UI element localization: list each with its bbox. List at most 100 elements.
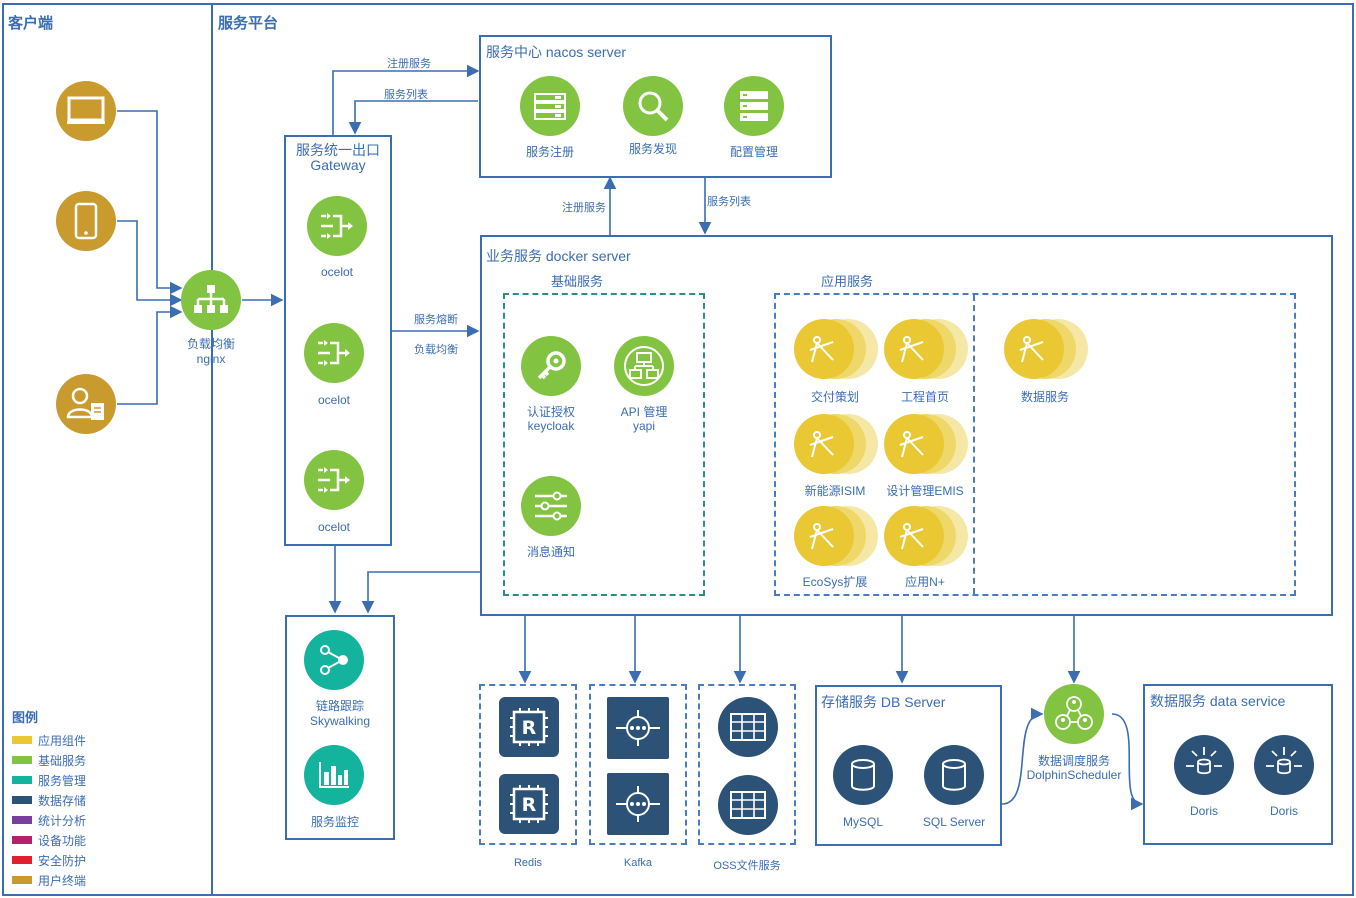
app-label-isim: 新能源ISIM (804, 484, 866, 498)
app-label-ecosys: EcoSys扩展 (802, 575, 868, 589)
database-stack-icon (740, 91, 768, 121)
compass-icon (809, 431, 834, 458)
keycloak-node (521, 336, 581, 396)
search-icon (638, 91, 669, 122)
oss-node (718, 775, 778, 835)
message-queue-icon (616, 786, 660, 822)
service-list-top-label: 服务列表 (384, 89, 428, 101)
service-discovery-node (623, 76, 683, 136)
message-notify-label: 消息通知 (526, 545, 575, 559)
service-register-label: 服务注册 (525, 145, 574, 159)
legend-swatch (12, 736, 32, 744)
router-icon (318, 467, 350, 493)
client-title: 客户端 (8, 15, 54, 32)
service-discovery-label: 服务发现 (628, 142, 677, 156)
platform-title: 服务平台 (218, 15, 279, 32)
sqlserver-label: SQL Server (922, 815, 986, 829)
sqlserver-node (924, 745, 984, 805)
legend-label: 设备功能 (38, 833, 87, 848)
mobile-terminal (56, 191, 116, 251)
platform-panel (211, 3, 1354, 896)
user-terminal (56, 374, 116, 434)
compass-icon (899, 523, 924, 550)
app-component-node (794, 319, 878, 381)
app-component-node (884, 506, 968, 568)
legend-swatch (12, 856, 32, 864)
redis-chip-icon: R (510, 785, 548, 823)
svg-text:R: R (522, 717, 537, 739)
legend-swatch (12, 836, 32, 844)
ocelot-label: ocelot (317, 520, 351, 534)
legend-item: 数据存储 (12, 792, 86, 808)
app-group-divider (973, 295, 975, 594)
legend-title: 图例 (12, 710, 39, 725)
ocelot-label: ocelot (317, 393, 351, 407)
register-service-mid-label: 注册服务 (562, 202, 606, 214)
redis-group (479, 684, 577, 845)
hierarchy-icon (194, 285, 228, 313)
service-monitor-label: 服务监控 (310, 815, 359, 829)
dolphinscheduler-node (1044, 684, 1104, 744)
mysql-node (833, 745, 893, 805)
scheduler-label-1: 数据调度服务 (1037, 754, 1110, 768)
db-server-box (815, 685, 1002, 846)
legend-label: 数据存储 (38, 793, 87, 808)
app-label-n-plus: 应用N+ (905, 575, 945, 589)
storage-grid-icon (730, 713, 766, 741)
load-balance-label: 负载均衡 (414, 344, 458, 356)
keycloak-label-2: keycloak (527, 419, 575, 433)
legend-label: 统计分析 (38, 813, 87, 828)
svg-text:R: R (522, 794, 537, 816)
router-icon (321, 213, 353, 239)
doris-label: Doris (1189, 804, 1218, 818)
desktop-terminal (56, 81, 116, 141)
legend-item: 基础服务 (12, 752, 86, 768)
yapi-node (614, 336, 674, 396)
compass-icon (1019, 336, 1044, 363)
oss-node (718, 697, 778, 757)
message-queue-icon (616, 710, 660, 746)
kafka-node (607, 697, 669, 759)
redis-label: Redis (513, 857, 543, 869)
app-label-home: 工程首页 (900, 390, 949, 404)
app-component-node (794, 506, 878, 568)
phone-icon (74, 202, 98, 240)
legend-item: 应用组件 (12, 732, 86, 748)
users-group-icon (1055, 696, 1093, 730)
redis-chip-icon: R (510, 708, 548, 746)
gateway-title-1: 服务统一出口 (296, 142, 380, 158)
database-icon (942, 759, 966, 791)
legend-swatch (12, 796, 32, 804)
app-component-node (884, 414, 968, 476)
redis-node: R (499, 697, 559, 757)
legend-item: 用户终端 (12, 872, 86, 888)
bar-chart-icon (319, 762, 349, 788)
db-server-title: 存储服务 DB Server (821, 694, 946, 710)
trace-graph-icon (320, 645, 348, 675)
docker-server-box (480, 235, 1333, 616)
storage-grid-icon (730, 791, 766, 819)
ocelot-node (304, 450, 364, 510)
compass-icon (809, 523, 834, 550)
kafka-node (607, 773, 669, 835)
compass-icon (809, 336, 834, 363)
app-label-delivery: 交付策划 (810, 390, 859, 404)
mysql-label: MySQL (842, 815, 883, 829)
key-icon (537, 351, 566, 380)
server-rack-icon (534, 93, 566, 120)
yapi-label-1: API 管理 (620, 405, 668, 419)
database-icon (851, 759, 875, 791)
legend-item: 设备功能 (12, 832, 86, 848)
legend-swatch (12, 776, 32, 784)
service-list-mid-label: 服务列表 (707, 196, 751, 208)
ocelot-node (307, 196, 367, 256)
kafka-group (589, 684, 687, 845)
legend-label: 安全防护 (38, 853, 87, 868)
app-label-data-service: 数据服务 (1020, 390, 1069, 404)
oss-label: OSS文件服务 (713, 860, 781, 872)
ocelot-label: ocelot (320, 265, 354, 279)
gateway-title-2: Gateway (310, 157, 366, 173)
service-register-node (520, 76, 580, 136)
message-notify-node (521, 476, 581, 536)
